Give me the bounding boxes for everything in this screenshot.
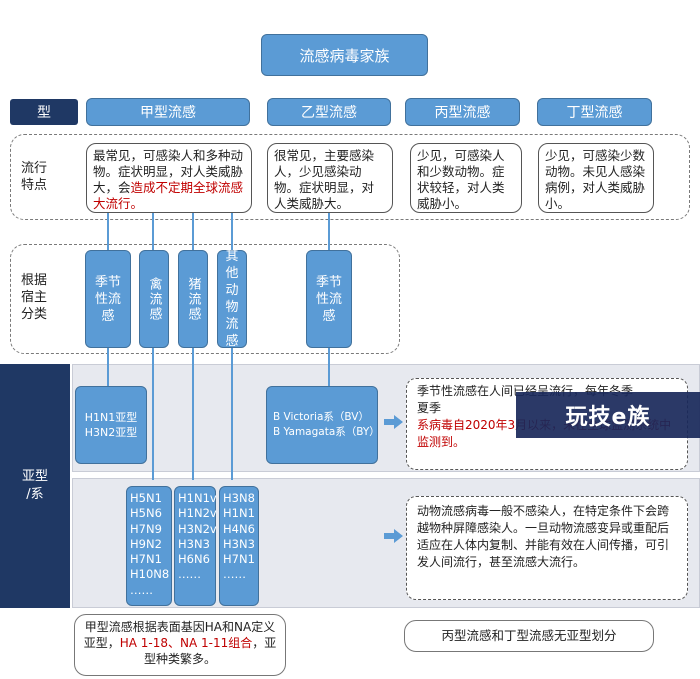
bottom-note-type-a: 甲型流感根据表面基因HA和NA定义亚型，HA 1-18、NA 1-11组合，亚型… [74, 614, 286, 676]
epidemic-row [10, 134, 690, 220]
type-c-box: 丙型流感 [405, 98, 520, 126]
connector-a-1 [107, 213, 109, 250]
connector-other [231, 348, 233, 480]
bottom-a-highlight: HA 1-18、NA 1-11组合 [119, 636, 253, 650]
arrow-right-icon [384, 529, 403, 543]
host-label-line3: 分类 [20, 307, 47, 322]
epidemic-label-line2: 特点 [20, 178, 47, 193]
connector-b-1 [328, 213, 330, 250]
connector-a-3 [192, 213, 194, 250]
epidemic-card-a: 最常见，可感染人和多种动物。症状明显，对人类威胁大，会造成不定期全球流感大流行。 [86, 143, 252, 213]
row-label-type: 型 [10, 99, 78, 125]
lineage-yamagata: B Yamagata系（BY） [273, 426, 380, 438]
epidemic-card-b: 很常见，主要感染人，少见感染动物。症状明显，对人类威胁大。 [267, 143, 393, 213]
subtype-h3n2: H3N2亚型 [84, 426, 138, 439]
watermark: 玩技e族 [516, 392, 700, 438]
seasonal-note-line2: 夏季 [417, 401, 442, 415]
type-a-box: 甲型流感 [86, 98, 250, 126]
subtype-seasonal-a: H1N1亚型 H3N2亚型 [75, 386, 147, 464]
subtype-seasonal-b: B Victoria系（BV） B Yamagata系（BY） [266, 386, 380, 464]
epidemic-row-label: 流行 特点 [16, 160, 52, 194]
host-label-line1: 根据 [20, 273, 47, 288]
host-other-animals: 其他动物流感 [217, 249, 247, 349]
epidemic-card-c: 少见，可感染人和少数动物。症状较轻，对人类威胁小。 [410, 143, 522, 213]
host-seasonal-a: 季节性流感 [85, 250, 131, 348]
host-seasonal-b: 季节性流感 [306, 250, 352, 348]
type-b-box: 乙型流感 [267, 98, 391, 126]
subtype-label-line1: 亚型 [21, 469, 48, 484]
epidemic-a-highlight: 造成不定期全球流感大流行。 [93, 180, 244, 211]
epidemic-a-text: 最常见，可感染人和多种动物。症状明显，对人类威胁大，会 [93, 148, 244, 195]
subtype-label-line2: /系 [26, 487, 44, 502]
bottom-a-tail: ，亚型种类繁多。 [143, 636, 277, 666]
arrow-right-icon [384, 415, 403, 429]
host-swine: 猪流感 [178, 250, 208, 348]
diagram-title: 流感病毒家族 [261, 34, 428, 76]
connector-avian [152, 348, 154, 480]
host-row [10, 244, 400, 354]
epidemic-label-line1: 流行 [20, 161, 47, 176]
connector-seasonal-b [328, 348, 330, 386]
bottom-a-text: 甲型流感根据表面基因HA和NA定义亚型， [83, 620, 276, 650]
connector-swine [192, 348, 194, 480]
subtype-row-label: 亚型 /系 [0, 364, 70, 608]
subtype-h1n1: H1N1亚型 [84, 411, 138, 424]
bottom-note-type-cd: 丙型流感和丁型流感无亚型划分 [404, 620, 654, 652]
host-row-label: 根据 宿主 分类 [16, 272, 52, 323]
connector-a-2 [152, 213, 154, 250]
connector-a-4 [231, 213, 233, 250]
lineage-victoria: B Victoria系（BV） [273, 411, 369, 423]
animal-flu-note: 动物流感病毒一般不感染人，在特定条件下会跨越物种屏障感染人。一旦动物流感变异或重… [406, 496, 688, 600]
host-avian: 禽流感 [139, 250, 169, 348]
connector-seasonal-a [107, 348, 109, 386]
type-d-box: 丁型流感 [537, 98, 652, 126]
host-label-line2: 宿主 [20, 290, 47, 305]
epidemic-card-d: 少见，可感染少数动物。未见人感染病例，对人类威胁小。 [538, 143, 654, 213]
